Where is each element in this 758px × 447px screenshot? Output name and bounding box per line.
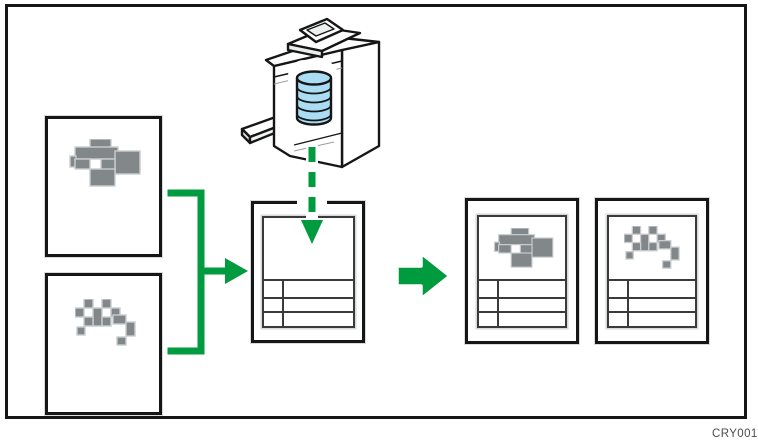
form-image-area — [264, 218, 353, 281]
form-table-cell — [609, 299, 629, 311]
pixel-photo-a-icon — [69, 139, 141, 187]
printer-icon — [240, 17, 381, 169]
figure-code-label: CRY001 — [712, 428, 758, 440]
form-table-row — [479, 299, 565, 313]
original-document-a — [45, 116, 162, 257]
form-table-cell — [264, 299, 284, 311]
form-table-row — [264, 299, 353, 313]
form-table-cell — [479, 281, 499, 297]
form-table-cell — [264, 281, 284, 297]
original-document-b — [45, 273, 162, 415]
pixel-photo-b-icon — [623, 226, 680, 269]
form-table-cell — [479, 313, 499, 326]
form-table-cell — [479, 299, 499, 311]
form-table-row — [479, 281, 565, 299]
result-sheet — [477, 215, 567, 328]
right-block-arrow-icon — [395, 251, 452, 301]
form-table-row — [609, 313, 695, 326]
form-table-cell — [609, 313, 629, 326]
pixel-photo-a-icon — [493, 228, 554, 268]
dashed-down-arrow-icon — [297, 145, 327, 247]
form-table-row — [609, 299, 695, 313]
result-image-area — [479, 217, 565, 281]
merged-output-b — [595, 198, 709, 344]
result-image-area — [609, 217, 695, 281]
result-sheet — [607, 215, 697, 328]
form-table-row — [264, 313, 353, 326]
merge-bracket-arrow-icon — [164, 186, 250, 358]
pixel-photo-b-icon — [75, 299, 136, 346]
form-table-row — [479, 313, 565, 326]
merged-output-a — [465, 198, 579, 344]
database-cylinder-icon — [288, 60, 338, 136]
form-table-row — [609, 281, 695, 299]
form-table-row — [264, 281, 353, 299]
figure-frame — [5, 4, 747, 419]
form-table-cell — [264, 313, 284, 326]
form-table-cell — [609, 281, 629, 297]
